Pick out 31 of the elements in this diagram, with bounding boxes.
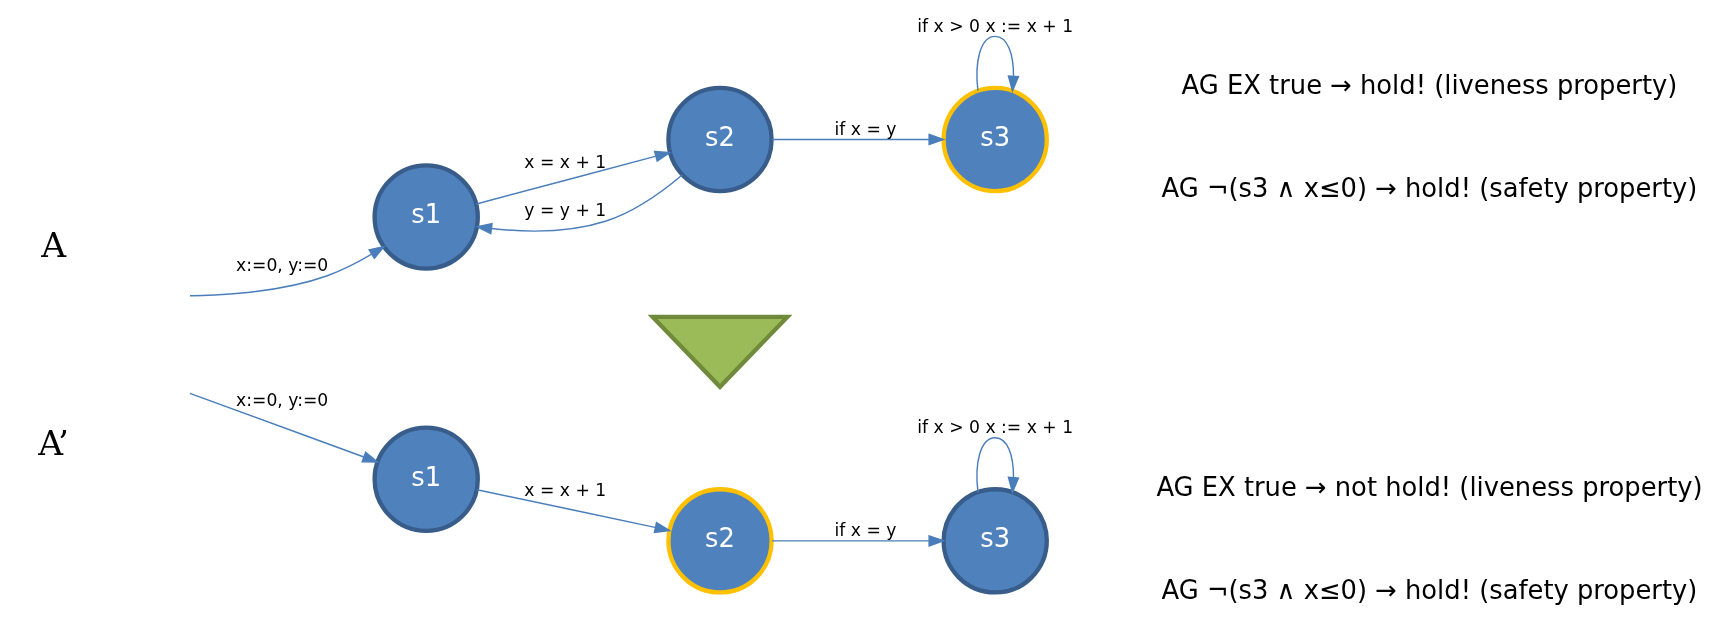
arrow — [771, 133, 946, 146]
arrow — [189, 245, 386, 297]
label: AG EX true → not hold! (liveness property) — [1156, 471, 1703, 502]
arrow — [976, 35, 1020, 93]
arrow — [771, 534, 946, 547]
label: AG ¬(s3 ∧ x≤0) → hold! (safety property) — [1161, 173, 1698, 204]
node-circle: s3 — [941, 487, 1049, 595]
edge-label: if x > 0 x := x + 1 — [917, 416, 1074, 437]
node-circle: s2 — [666, 85, 774, 194]
label: A — [41, 225, 66, 266]
edge-label: if x = y — [834, 520, 897, 540]
node-circle: s2 — [666, 487, 774, 595]
node-circle: s3 — [941, 85, 1049, 194]
arrow — [976, 436, 1020, 495]
node-arrow — [647, 314, 793, 390]
node-circle: s1 — [372, 425, 480, 533]
edge-label: if x > 0 x := x + 1 — [917, 15, 1074, 36]
edge-label: x:=0, y:=0 — [236, 389, 329, 410]
arrow — [475, 174, 683, 235]
arrow — [476, 488, 672, 534]
label: AG EX true → hold! (liveness property) — [1181, 70, 1678, 101]
edge-label: x:=0, y:=0 — [236, 254, 329, 275]
label: A’ — [38, 423, 69, 464]
edge-label: x = x + 1 — [524, 151, 607, 172]
arrow — [475, 150, 672, 205]
edge-label: x = x + 1 — [524, 479, 607, 500]
edge-label: if x = y — [834, 118, 897, 139]
label: AG ¬(s3 ∧ x≤0) → hold! (safety property) — [1161, 574, 1698, 605]
edge-label: y = y + 1 — [524, 200, 607, 221]
node-circle: s1 — [372, 163, 480, 271]
arrow — [189, 392, 380, 463]
